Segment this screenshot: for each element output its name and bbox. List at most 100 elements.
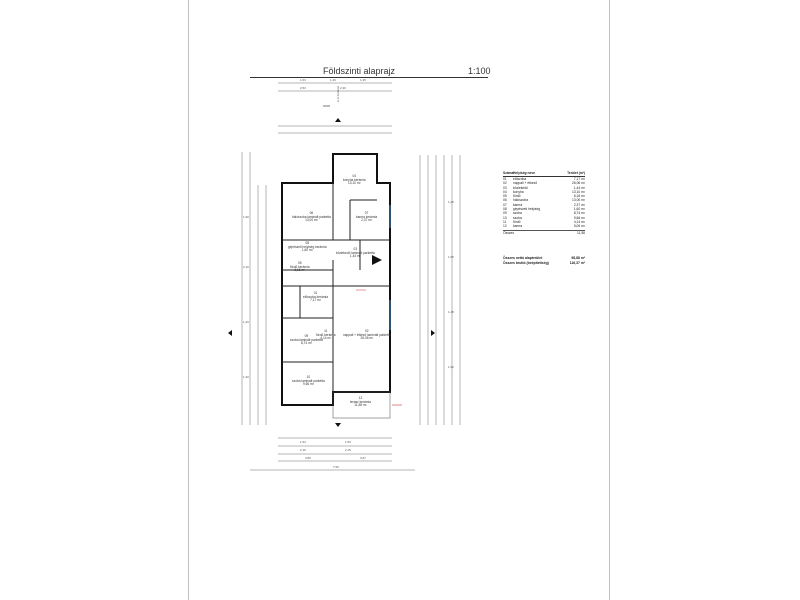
terrace-outline xyxy=(332,391,391,419)
table-cell-name: fürdő xyxy=(513,219,521,224)
room-label-living: 02 nappali + étkező laminált parketta 26… xyxy=(343,329,391,341)
outer-wall xyxy=(281,153,391,406)
header-num: Száma xyxy=(503,171,514,175)
table-cell-area: 26,06 m² xyxy=(571,181,585,186)
section-arrow-left xyxy=(228,330,232,336)
room-label-room-1: 09 szoba laminált parketta 8,74 m² xyxy=(290,334,323,346)
room-label-room-2: 10 szoba laminált parketta 9,66 m² xyxy=(292,375,325,387)
top-dim-label-5: 2,30 xyxy=(340,86,346,90)
table-cell-num: 10 xyxy=(503,215,507,220)
net-area-row: Összes nettó alapterület 98,88 m² xyxy=(503,256,585,261)
bottom-dim-label-3: 2,16 xyxy=(300,448,306,452)
table-cell-area: 8,74 m² xyxy=(573,211,585,216)
room-label-bath-1: 05 fürdő kerámia 6,16 m² xyxy=(290,261,310,273)
bottom-dim-label-6: 3,67 xyxy=(360,456,366,460)
table-cell-num: 09 xyxy=(503,211,507,216)
top-dim-label-4: 2,53 xyxy=(300,86,306,90)
net-area-value: 98,88 m² xyxy=(571,256,585,260)
room-label-bedroom: 06 hálószoba laminált parketta 13,00 m² xyxy=(292,211,331,223)
gross-area-label: Összes bruttó (beépítettség) xyxy=(503,260,549,265)
bottom-dim-label-1: 1,53 xyxy=(300,440,306,444)
table-cell-area: 5,06 m² xyxy=(573,224,585,229)
net-area-label: Összes nettó alapterület xyxy=(503,256,543,260)
table-cell-num: 01 xyxy=(503,177,507,181)
table-cell-num: 07 xyxy=(503,202,507,207)
table-cell-num: 12 xyxy=(503,224,507,229)
table-cell-num: 11 xyxy=(503,219,507,224)
table-cell-name: kamra xyxy=(513,224,523,229)
table-cell-name: közlekedő xyxy=(513,185,528,190)
table-cell-area: 1,60 m² xyxy=(573,207,585,212)
header-name: Helyiség neve xyxy=(513,171,535,175)
drawing-sheet xyxy=(188,0,610,600)
gross-area-value: 116,37 m² xyxy=(569,260,585,265)
table-cell-name: nappali + étkező xyxy=(513,181,538,186)
table-cell-num: 08 xyxy=(503,207,507,212)
left-dim-label-1: 1,90 xyxy=(243,215,249,219)
table-cell-name: fürdő xyxy=(513,194,521,199)
bottom-dim-label-4: 2,15 xyxy=(345,448,351,452)
right-dim-label-4: 1,92 xyxy=(448,365,454,369)
north-arrow-bottom xyxy=(335,423,341,427)
table-cell-num: 05 xyxy=(503,194,507,199)
table-cell-num: 04 xyxy=(503,189,507,194)
table-row: 07 kamra 2,37 m² xyxy=(503,203,585,207)
bottom-dim-label-5: 3,89 xyxy=(305,456,311,460)
table-row: 02 nappali + étkező 26,06 m² xyxy=(503,181,585,185)
section-arrow-right xyxy=(431,330,435,336)
table-row: 03 közlekedő 1,44 m² xyxy=(503,186,585,190)
drawing-title: Földszinti alaprajz xyxy=(323,66,396,76)
left-dim-label-3: 1,20 xyxy=(243,320,249,324)
table-row: 04 konyha 13,10 m² xyxy=(503,190,585,194)
room-schedule-table: Száma Helyiség neve Terület (m²) 01 elősz… xyxy=(503,171,585,235)
room-label-bath-2: 11 fürdő kerámia 4,14 m² xyxy=(316,329,336,341)
gross-area-row: Összes bruttó (beépítettség) 116,37 m² xyxy=(503,261,585,266)
title-underline xyxy=(250,77,488,78)
table-cell-name: hálószoba xyxy=(513,198,529,203)
table-cell-area: 13,10 m² xyxy=(571,189,585,194)
table-cell-area: 2,37 m² xyxy=(573,202,585,207)
top-dim-label-3: 1,35 xyxy=(360,78,366,82)
table-cell-name: előszoba xyxy=(513,177,527,181)
room-label-hall-small: 03 közlekedő laminált parketta 1,44 m² xyxy=(336,247,375,259)
table-row: 12 kamra 5,06 m² xyxy=(503,224,585,228)
room-label-utility: 08 gépészeti helyiség kerámia 1,60 m² xyxy=(288,241,327,253)
left-dim-label-4: 1,30 xyxy=(243,375,249,379)
table-cell-name: konyha xyxy=(513,189,524,194)
bottom-dim-overall: 7,56 xyxy=(333,465,339,469)
room-label-entrance: 01 előszoba kerámia 7,17 m² xyxy=(303,291,328,303)
table-cell-area: 1,44 m² xyxy=(573,185,585,190)
bottom-dim-label-2: 1,53 xyxy=(345,440,351,444)
table-cell-area: 7,17 m² xyxy=(573,177,585,181)
table-cell-area: 4,14 m² xyxy=(573,219,585,224)
table-row: 06 hálószoba 13,00 m² xyxy=(503,198,585,202)
table-cell-name: gépészeti helyiség xyxy=(513,207,541,212)
header-area: Terület (m²) xyxy=(567,171,585,175)
right-dim-label-1: 1,25 xyxy=(448,200,454,204)
table-cell-num: 02 xyxy=(503,181,507,186)
table-row: 11 fürdő 4,14 m² xyxy=(503,220,585,224)
table-cell-name: szoba xyxy=(513,211,522,216)
top-dim-label-1: 1,53 xyxy=(300,78,306,82)
table-cell-num: 03 xyxy=(503,185,507,190)
total-area: 11,58 xyxy=(576,230,585,235)
total-label: Összes xyxy=(503,230,514,235)
right-dim-label-2: 1,65 xyxy=(448,255,454,259)
table-cell-num: 06 xyxy=(503,198,507,203)
table-cell-name: kamra xyxy=(513,202,523,207)
area-summary: Összes nettó alapterület 98,88 m² Összes… xyxy=(503,256,585,265)
table-total-row: Összes 11,58 xyxy=(503,229,585,235)
drawing-scale: 1:100 xyxy=(468,66,491,76)
table-cell-area: 9,66 m² xyxy=(573,215,585,220)
table-row: 09 szoba 8,74 m² xyxy=(503,211,585,215)
left-dim-label-2: 2,10 xyxy=(243,265,249,269)
stair-symbol xyxy=(372,255,382,265)
room-label-kitchen: 04 konyha kerámia 13,10 m² xyxy=(343,174,366,186)
room-label-pantry: 07 kamra kerámia 2,37 m² xyxy=(356,211,378,223)
table-row: 01 előszoba 7,17 m² xyxy=(503,177,585,181)
table-cell-area: 13,00 m² xyxy=(571,198,585,203)
right-dim-label-3: 1,48 xyxy=(448,310,454,314)
